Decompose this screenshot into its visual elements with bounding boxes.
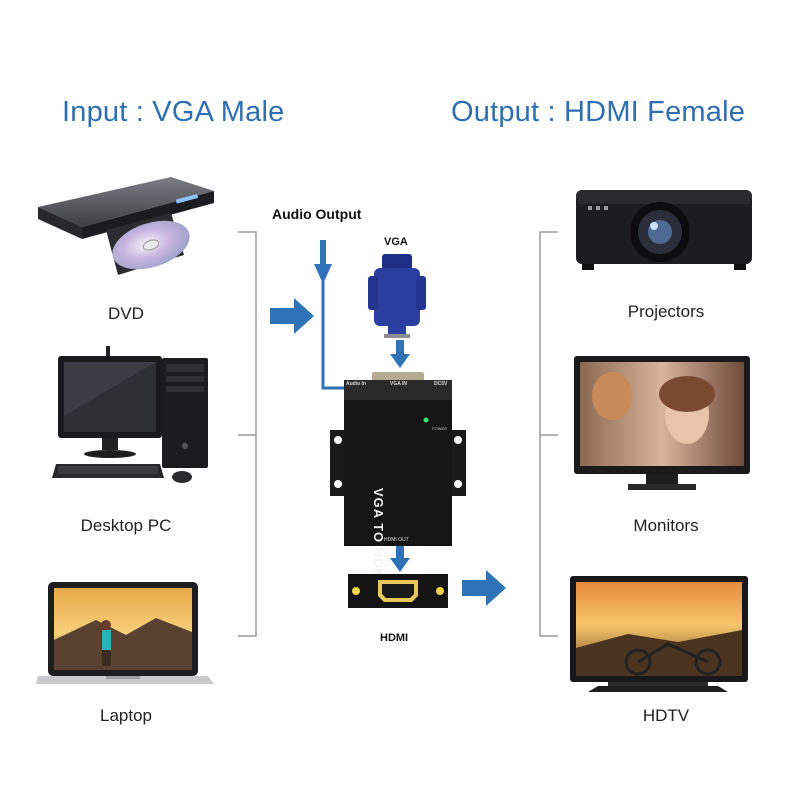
output-label-projectors: Projectors — [627, 302, 705, 321]
port-hdmi-out-label: HDMI OUT — [384, 537, 409, 543]
power-label: POWER — [432, 426, 448, 431]
audio-output-label: Audio Output — [272, 206, 362, 222]
input-heading: Input : VGA Male — [62, 96, 285, 128]
converter-box-icon — [330, 372, 466, 546]
output-label-monitors: Monitors — [633, 516, 699, 535]
projector-icon — [576, 190, 752, 270]
vga-connector-icon — [368, 254, 426, 338]
input-arrow — [270, 298, 314, 334]
output-arrow — [462, 570, 506, 606]
input-label-laptop: Laptop — [100, 706, 152, 725]
hdtv-icon — [570, 576, 748, 692]
port-dc5v-label: DC5V — [434, 381, 448, 387]
dvd-player-icon — [38, 177, 214, 275]
hdmi-down-arrow — [390, 546, 410, 572]
vga-down-arrow — [390, 340, 410, 368]
port-vga-in-label: VGA IN — [390, 381, 408, 387]
output-heading: Output : HDMI Female — [451, 96, 746, 128]
input-label-dvd: DVD — [108, 304, 144, 323]
desktop-pc-icon — [52, 346, 208, 483]
vga-label: VGA — [384, 236, 408, 248]
port-audio-in-label: Audio In — [346, 381, 366, 387]
laptop-icon — [36, 582, 214, 684]
input-label-desktop-pc: Desktop PC — [80, 516, 172, 535]
output-bracket — [539, 231, 558, 637]
hdmi-label: HDMI — [380, 632, 409, 644]
input-bracket — [238, 231, 257, 637]
hdmi-port-icon — [348, 574, 448, 608]
monitor-icon — [574, 356, 750, 490]
output-label-hdtv: HDTV — [642, 706, 690, 725]
